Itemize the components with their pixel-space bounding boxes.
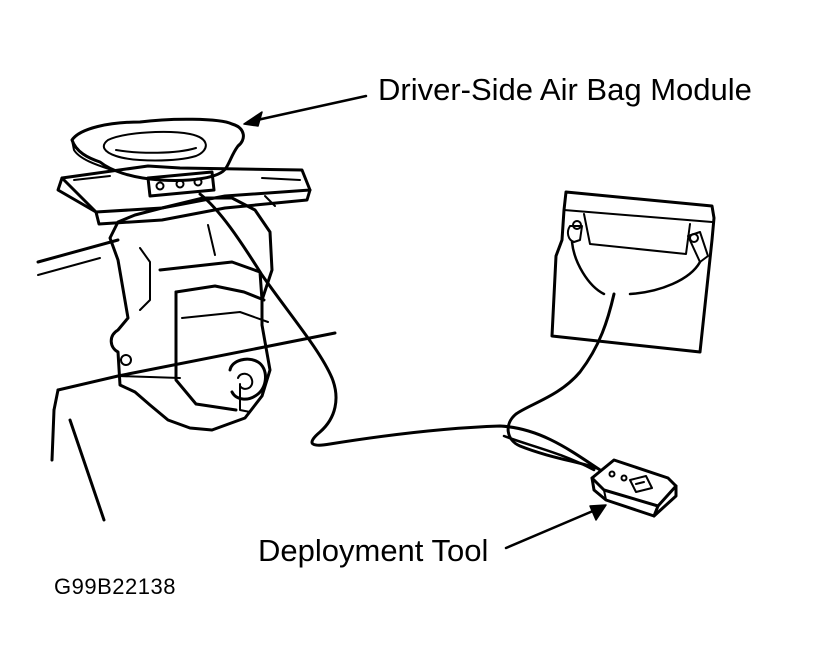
battery xyxy=(550,190,716,354)
arrow-tool-head xyxy=(589,504,607,521)
leader-arrows xyxy=(243,94,607,550)
figure-id: G99B22138 xyxy=(54,574,176,599)
arrow-module-leader xyxy=(246,94,368,124)
bench-vise xyxy=(56,164,312,432)
deployment-tool-label: Deployment Tool xyxy=(258,533,489,568)
deployment-tool-box xyxy=(590,458,678,518)
workbench xyxy=(36,238,337,522)
module-wire xyxy=(198,192,602,472)
arrow-module-head xyxy=(243,111,263,127)
air-bag-module xyxy=(70,117,245,198)
arrow-tool-leader xyxy=(504,506,602,550)
air-bag-module-label: Driver-Side Air Bag Module xyxy=(378,72,752,107)
battery-wire xyxy=(506,292,616,470)
battery-wire-2 xyxy=(502,434,596,472)
